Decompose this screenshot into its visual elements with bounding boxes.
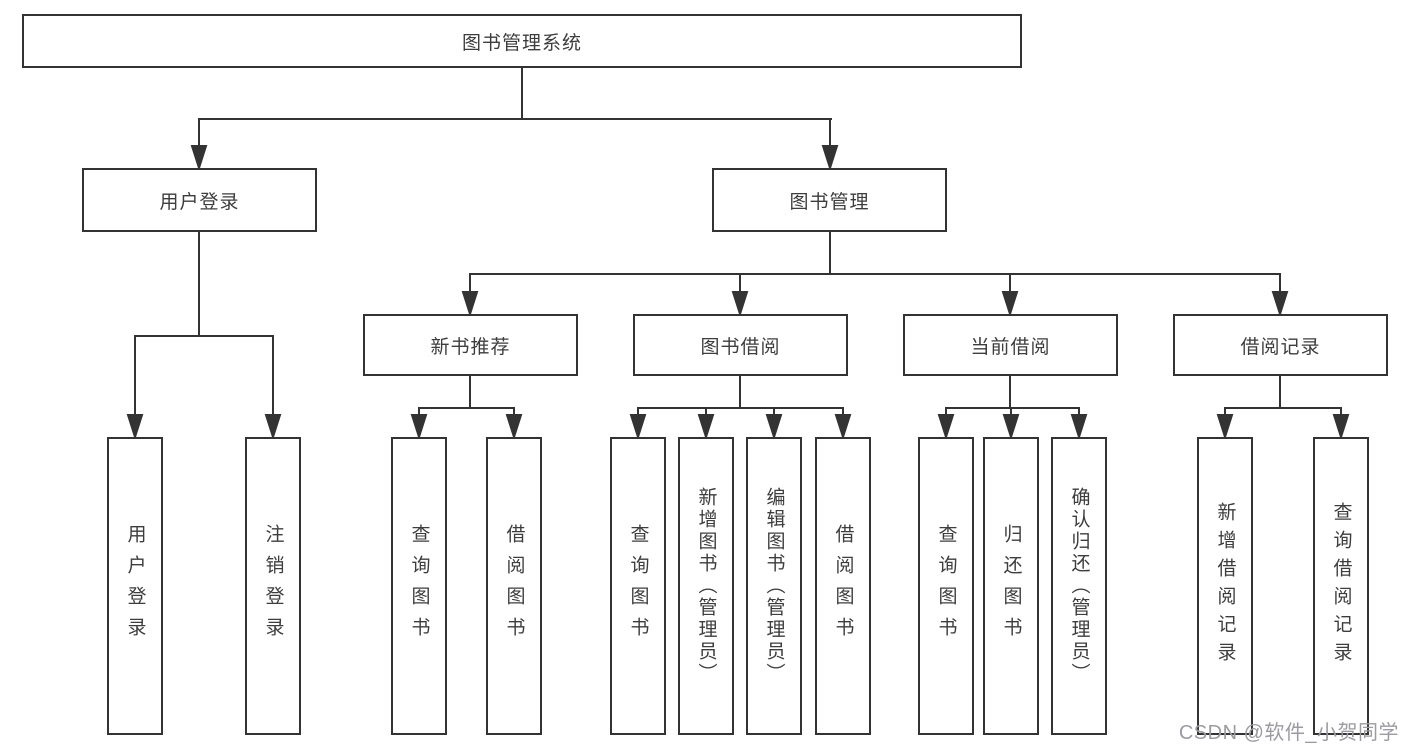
arrow-down-icon — [126, 414, 144, 441]
node-leaf-query-books: 查询图书 — [918, 437, 974, 735]
arrow-down-icon — [821, 145, 839, 172]
arrow-down-icon — [410, 414, 428, 441]
node-current-borrowing: 当前借阅 — [903, 314, 1118, 376]
node-label: 图书管理 — [789, 191, 870, 213]
arrow-down-icon — [461, 291, 479, 318]
node-leaf-query-books: 查询图书 — [610, 437, 666, 735]
node-leaf-return-books: 归还图书 — [983, 437, 1039, 735]
arrow-down-icon — [190, 145, 208, 172]
node-book-borrowing: 图书借阅 — [633, 314, 848, 376]
arrow-down-icon — [1332, 414, 1350, 441]
node-leaf-confirm-return-admin: 确认归还（管理员） — [1051, 437, 1107, 735]
arrow-down-icon — [505, 414, 523, 441]
node-label: 图书管理系统 — [461, 32, 582, 54]
node-label: 新增图书（管理员） — [695, 487, 717, 685]
node-label: 用户登录 — [159, 191, 240, 213]
arrow-down-icon — [697, 414, 715, 441]
node-label: 图书借阅 — [700, 336, 781, 358]
watermark: CSDN @软件_小贺同学 — [1178, 722, 1399, 744]
arrow-down-icon — [1001, 291, 1019, 318]
node-label: 借阅记录 — [1240, 336, 1321, 358]
node-leaf-borrow-books: 借阅图书 — [815, 437, 871, 735]
node-new-book-recommendation: 新书推荐 — [363, 314, 578, 376]
node-label: 查询借阅记录 — [1330, 502, 1352, 670]
node-leaf-user-login: 用户登录 — [107, 437, 163, 735]
node-leaf-logout: 注销登录 — [245, 437, 301, 735]
node-label: 当前借阅 — [970, 336, 1051, 358]
node-label: 归还图书 — [1000, 524, 1022, 648]
arrow-down-icon — [834, 414, 852, 441]
node-library-management-system: 图书管理系统 — [22, 14, 1022, 68]
arrow-down-icon — [937, 414, 955, 441]
node-leaf-query-books: 查询图书 — [391, 437, 447, 735]
node-leaf-edit-books-admin: 编辑图书（管理员） — [746, 437, 802, 735]
node-leaf-query-borrow-record: 查询借阅记录 — [1313, 437, 1369, 735]
arrow-down-icon — [1002, 414, 1020, 441]
node-book-management: 图书管理 — [712, 168, 947, 232]
arrow-down-icon — [629, 414, 647, 441]
arrow-down-icon — [1216, 414, 1234, 441]
node-borrowing-records: 借阅记录 — [1173, 314, 1388, 376]
node-leaf-add-borrow-record: 新增借阅记录 — [1197, 437, 1253, 735]
node-label: 借阅图书 — [503, 524, 525, 648]
arrow-down-icon — [1271, 291, 1289, 318]
node-label: 新增借阅记录 — [1214, 502, 1236, 670]
arrow-down-icon — [765, 414, 783, 441]
node-label: 查询图书 — [935, 524, 957, 648]
node-label: 确认归还（管理员） — [1068, 487, 1090, 685]
arrow-down-icon — [1070, 414, 1088, 441]
node-label: 借阅图书 — [832, 524, 854, 648]
node-leaf-borrow-books: 借阅图书 — [486, 437, 542, 735]
connectors — [126, 68, 1350, 441]
arrow-down-icon — [264, 414, 282, 441]
node-label: 查询图书 — [627, 524, 649, 648]
node-leaf-add-books-admin: 新增图书（管理员） — [678, 437, 734, 735]
node-user-login: 用户登录 — [82, 168, 317, 232]
node-label: 查询图书 — [408, 524, 430, 648]
node-label: 注销登录 — [262, 524, 284, 648]
node-label: 新书推荐 — [430, 336, 511, 358]
node-label: 用户登录 — [124, 524, 146, 648]
node-label: 编辑图书（管理员） — [763, 487, 785, 685]
arrow-down-icon — [731, 291, 749, 318]
